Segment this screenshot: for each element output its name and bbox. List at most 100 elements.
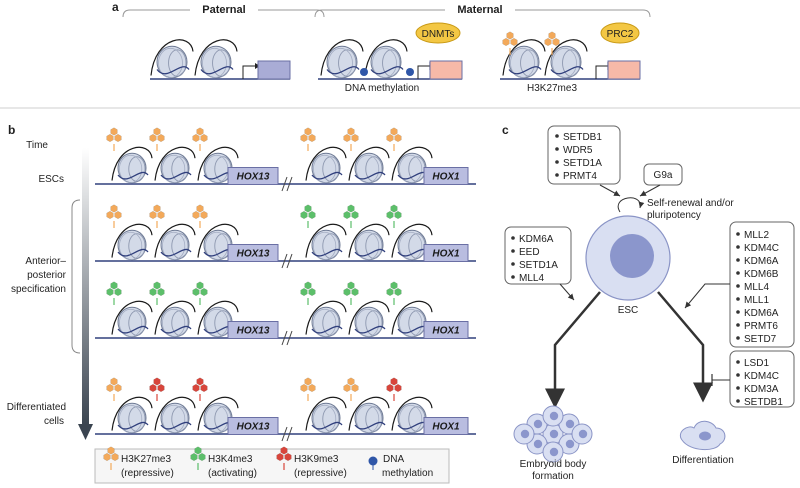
self-renewal-loop: [617, 197, 645, 213]
escs-label: ESCs: [38, 174, 64, 185]
g9a-box: G9a: [643, 163, 683, 186]
dna-methylation-caption: DNA methylation: [345, 83, 419, 94]
legend-dna-methylation-desc: methylation: [382, 468, 433, 479]
nucleosome: [348, 396, 390, 434]
svg-text:PRC2: PRC2: [607, 29, 634, 40]
h3k9me3-mark: [149, 377, 165, 401]
h3k27me3-mark: [300, 377, 316, 401]
right-factor-box: MLL2KDM4CKDM6AKDM6BMLL4MLL1KDM6APRMT6SET…: [729, 221, 795, 348]
nucleosome: [305, 146, 347, 184]
right-box-item: MLL1: [744, 295, 769, 306]
hox13-gene-label: HOX13: [237, 249, 270, 260]
nucleosome: [194, 39, 238, 79]
time-arrow-head: [78, 424, 93, 440]
hox13-gene-label: HOX13: [237, 422, 270, 433]
active-promoter-arrow: [242, 63, 260, 79]
h3k4me3-mark: [300, 281, 316, 305]
nucleosome: [305, 300, 347, 338]
hox13-gene: [227, 417, 279, 435]
svg-text:EED: EED: [519, 247, 540, 258]
hox13-gene-label: HOX13: [237, 172, 270, 183]
legend-dna-methylation-icon: [368, 456, 378, 470]
h3k4me3-mark: [149, 281, 165, 305]
nucleosome: [391, 223, 433, 261]
time-label: Time: [26, 140, 48, 151]
paternal-allele: [150, 39, 291, 80]
h3k4me3-mark: [300, 204, 316, 228]
legend-dna-methylation-label: DNA: [383, 454, 404, 465]
h3k27me3-mark: [300, 127, 316, 151]
dna-methylation-mark: [360, 68, 368, 76]
lower-right-factor-box: LSD1 KDM4C KDM3A SETDB1: [729, 350, 795, 408]
nucleosome: [154, 223, 196, 261]
svg-text:KDM3A: KDM3A: [744, 384, 779, 395]
right-box-item: KDM6A: [744, 256, 779, 267]
ap-label-1: Anterior–: [25, 256, 66, 267]
paternal-gene-box: [257, 60, 291, 80]
panel-c-label: c: [502, 123, 509, 137]
nucleosome: [348, 300, 390, 338]
right-box-arrow: [684, 283, 730, 309]
hox1-gene-label: HOX1: [432, 249, 460, 260]
legend-h3k9me3-desc: (repressive): [294, 468, 347, 479]
legend-h3k27me3-glyph: [103, 446, 119, 470]
h3k27me3-mark: [343, 127, 359, 151]
sequence-break: [281, 426, 288, 442]
right-box-item: KDM4C: [744, 243, 779, 254]
svg-text:G9a: G9a: [654, 170, 673, 181]
panel-b-label: b: [8, 123, 15, 137]
maternal-gene-box: [607, 60, 641, 80]
svg-text:SETDB1: SETDB1: [744, 397, 783, 408]
h3k27me3-mark: [544, 31, 560, 55]
nucleosome: [150, 39, 194, 79]
svg-text:SETD1A: SETD1A: [519, 260, 558, 271]
legend-h3k4me3-desc: (activating): [208, 468, 257, 479]
h3k4me3-mark: [386, 281, 402, 305]
hox1-gene-label: HOX1: [432, 172, 460, 183]
top-box-arrow: [599, 184, 621, 197]
svg-text:DNMTs: DNMTs: [422, 29, 455, 40]
time-gradient-arrow: [82, 148, 89, 426]
embryoid-path-arrow: [545, 291, 601, 409]
svg-text:MLL4: MLL4: [519, 273, 544, 284]
maternal-bracket: [314, 9, 651, 18]
h3k27me3-mark: [106, 204, 122, 228]
hox1-gene: [423, 167, 469, 185]
nucleosome: [111, 223, 153, 261]
nucleosome: [197, 300, 239, 338]
h3k4me3-mark: [343, 204, 359, 228]
repressed-promoter-marker: [417, 62, 431, 79]
maternal-dna-methylation-allele: [318, 39, 463, 80]
nucleosome: [320, 39, 364, 79]
nucleosome: [154, 396, 196, 434]
right-box-item: PRMT6: [744, 321, 778, 332]
svg-text:KDM6A: KDM6A: [519, 234, 554, 245]
h3k27me3-mark: [149, 204, 165, 228]
chromatin-row-2: HOX13 HOX1: [95, 204, 476, 269]
right-box-item: MLL2: [744, 230, 769, 241]
esc-label: ESC: [618, 305, 639, 316]
nucleosome: [348, 223, 390, 261]
repressed-promoter-marker: [595, 62, 609, 79]
h3k4me3-mark: [343, 281, 359, 305]
nucleosome: [502, 39, 546, 79]
nucleosome: [111, 396, 153, 434]
h3k27me3-mark: [149, 127, 165, 151]
legend-h3k27me3-label: H3K27me3: [121, 454, 171, 465]
svg-text:SETDB1: SETDB1: [563, 132, 602, 143]
right-box-item: KDM6B: [744, 269, 779, 280]
differentiated-label-2: cells: [44, 416, 64, 427]
legend-h3k9me3-glyph: [276, 446, 292, 470]
h3k27me3-caption: H3K27me3: [527, 83, 577, 94]
legend-h3k4me3-glyph: [190, 446, 206, 470]
h3k27me3-mark: [106, 127, 122, 151]
hox13-gene: [227, 244, 279, 262]
g9a-arrow: [639, 184, 661, 197]
top-factor-box: SETDB1 WDR5 SETD1A PRMT4: [547, 125, 621, 185]
embryoid-label-1: Embryoid body: [520, 459, 587, 470]
dnmts-badge: DNMTs: [415, 22, 461, 44]
right-box-item: MLL4: [744, 282, 769, 293]
